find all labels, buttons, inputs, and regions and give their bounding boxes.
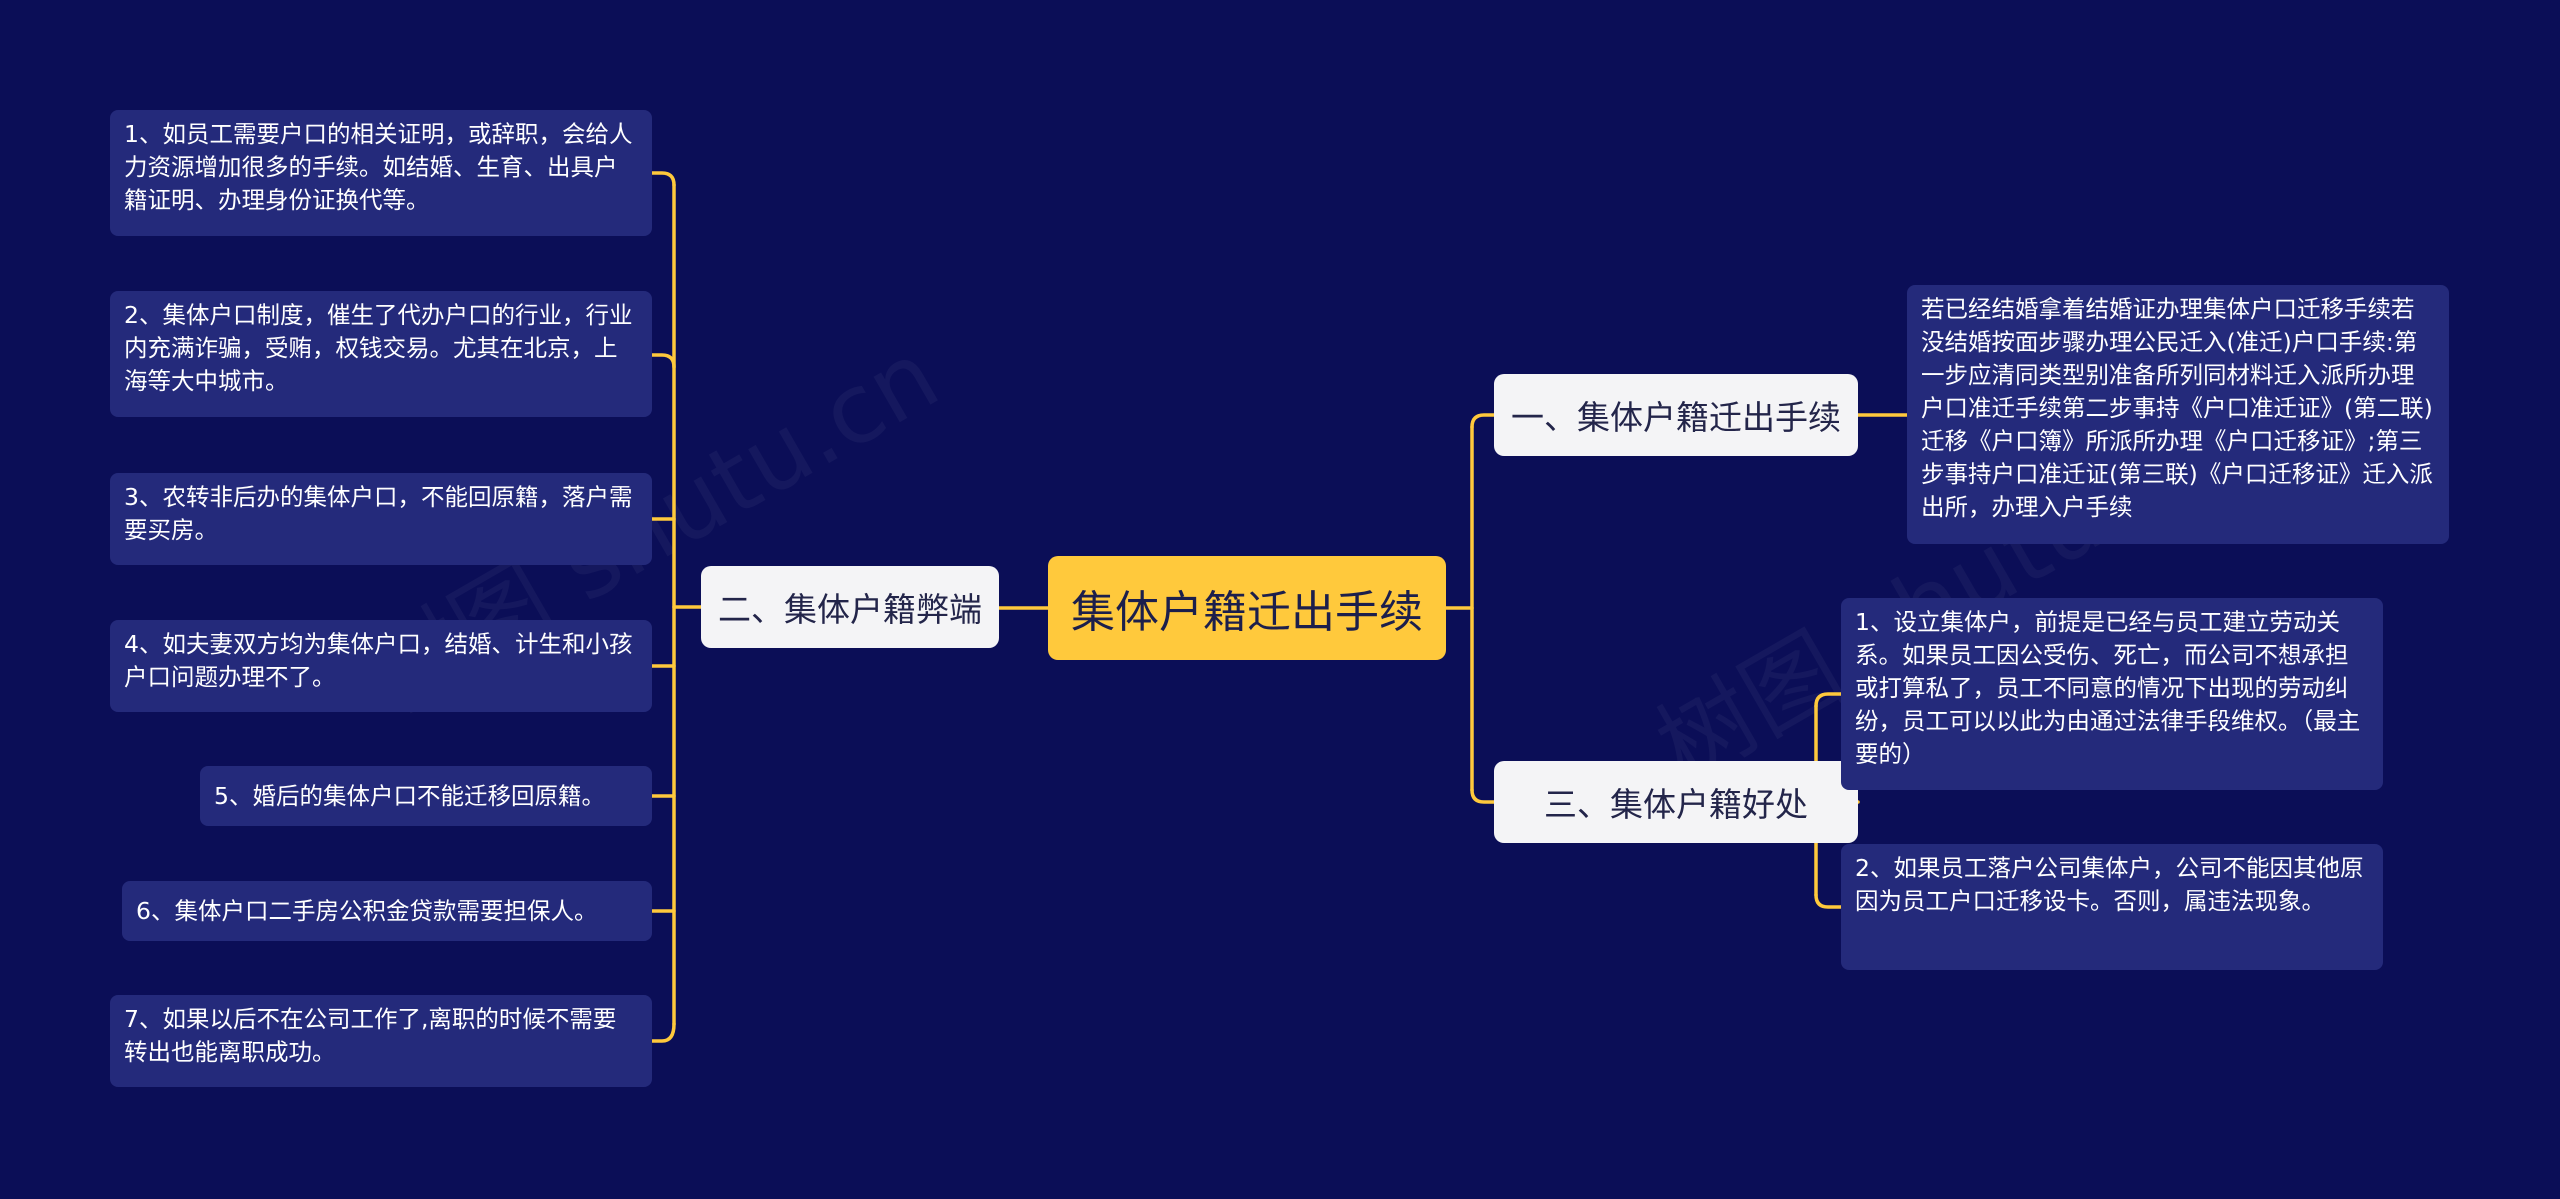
leaf-benefit-1[interactable]: 1、设立集体户，前提是已经与员工建立劳动关系。如果员工因公受伤、死亡，而公司不想… <box>1841 598 2383 790</box>
leaf-drawback-7[interactable]: 7、如果以后不在公司工作了,离职的时候不需要转出也能离职成功。 <box>110 995 652 1087</box>
leaf-drawback-4[interactable]: 4、如夫妻双方均为集体户口，结婚、计生和小孩户口问题办理不了。 <box>110 620 652 712</box>
connector-r3-a <box>1814 692 1843 708</box>
leaf-drawback-1[interactable]: 1、如员工需要户口的相关证明，或辞职，会给人力资源增加很多的手续。如结婚、生育、… <box>110 110 652 236</box>
branch-benefits[interactable]: 三、集体户籍好处 <box>1494 761 1858 843</box>
leaf-drawback-2[interactable]: 2、集体户口制度，催生了代办户口的行业，行业内充满诈骗，受贿，权钱交易。尤其在北… <box>110 291 652 417</box>
leaf-drawback-6[interactable]: 6、集体户口二手房公积金贷款需要担保人。 <box>122 881 652 941</box>
connector-left-7 <box>650 1022 676 1043</box>
leaf-drawback-5[interactable]: 5、婚后的集体户口不能迁移回原籍。 <box>200 766 652 826</box>
connector-left-1 <box>650 171 676 187</box>
branch-transfer-procedure[interactable]: 一、集体户籍迁出手续 <box>1494 374 1858 456</box>
branch-drawbacks[interactable]: 二、集体户籍弊端 <box>701 566 999 648</box>
leaf-transfer-steps[interactable]: 若已经结婚拿着结婚证办理集体户口迁移手续若没结婚按面步骤办理公民迁入(准迁)户口… <box>1907 285 2449 544</box>
leaf-benefit-2[interactable]: 2、如果员工落户公司集体户，公司不能因其他原因为员工户口迁移设卡。否则，属违法现… <box>1841 844 2383 970</box>
connector-right-3 <box>1470 788 1496 804</box>
leaf-drawback-3[interactable]: 3、农转非后办的集体户口，不能回原籍，落户需要买房。 <box>110 473 652 565</box>
connector-r3-b <box>1814 893 1843 909</box>
connector-left-2 <box>650 353 676 369</box>
root-node[interactable]: 集体户籍迁出手续 <box>1048 556 1446 660</box>
connector-right-1 <box>1470 413 1496 429</box>
